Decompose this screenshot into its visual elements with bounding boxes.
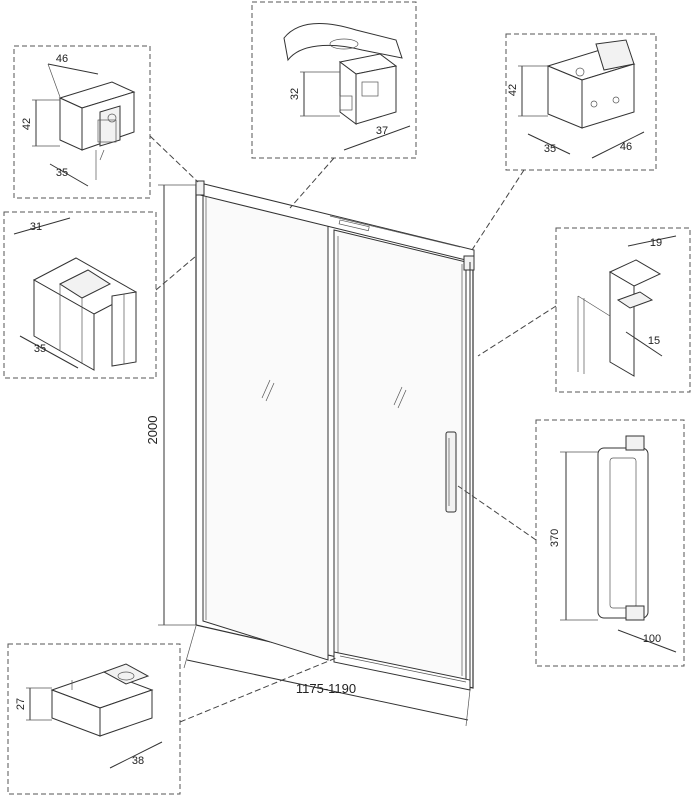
svg-text:38: 38 [132,755,144,767]
svg-text:35: 35 [56,167,68,179]
height-label: 2000 [145,416,160,445]
leader-top-rail [289,157,335,209]
side-profile-drawing: 19 15 [577,235,677,377]
svg-text:370: 370 [549,529,561,547]
svg-text:42: 42 [507,84,519,96]
svg-text:42: 42 [21,118,33,130]
leader-bottom-guide [179,657,337,723]
leader-handle [457,485,537,541]
svg-text:35: 35 [544,143,556,155]
door-assembly [195,180,475,691]
top-right-bracket-drawing: 42 35 46 [507,39,645,159]
detail-box-side-profile [555,227,691,393]
right-cap [463,255,475,271]
detail-box-top-left-bracket [13,45,151,199]
leader-top-right-bracket [471,169,525,251]
fixed-glass-panel [202,194,329,661]
leader-top-left-bracket [149,135,199,183]
svg-text:19: 19 [650,237,662,249]
svg-text:46: 46 [620,141,632,153]
svg-text:32: 32 [289,88,301,100]
svg-text:15: 15 [648,335,660,347]
detail-box-wall-profile [3,211,157,379]
wall-profile-drawing: 31 35 [13,217,138,371]
detail-box-handle [535,419,685,667]
svg-text:46: 46 [56,53,68,65]
height-dimension: 2000 [145,184,196,626]
detail-box-bottom-guide [7,643,181,795]
left-cap [195,180,205,196]
top-rail-drawing: 32 37 [283,23,411,151]
leader-wall-profile [155,255,197,291]
handle-drawing: 370 100 [549,435,677,653]
leader-side-profile [477,305,557,357]
svg-text:37: 37 [376,125,388,137]
width-label: 1175-1190 [296,681,356,696]
detail-box-top-right-bracket [505,33,657,171]
svg-text:27: 27 [15,698,27,710]
width-dimension: 1175-1190 [183,625,471,727]
svg-text:100: 100 [643,633,661,645]
bottom-guide-drawing: 27 38 [15,663,163,769]
svg-text:35: 35 [34,343,46,355]
top-left-bracket-drawing: 46 42 35 [21,53,136,187]
svg-text:31: 31 [30,221,42,233]
door-handle[interactable] [445,431,457,513]
